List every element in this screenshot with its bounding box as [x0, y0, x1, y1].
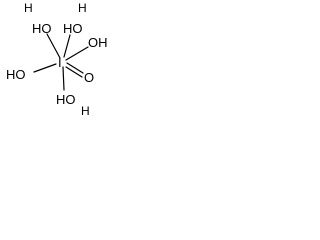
oxo-oxygen: O	[84, 70, 94, 85]
bond-upper-right	[63, 34, 71, 58]
hydrogen-bottom: H	[81, 104, 90, 118]
hydroxyl-bottom: HO	[56, 92, 76, 107]
hydroxyl-upper-left: HO	[32, 21, 52, 36]
hydroxyl-left: HO	[6, 67, 26, 82]
iodine-atom: I	[58, 55, 62, 70]
bond-left	[33, 63, 57, 73]
hydroxyl-right: OH	[88, 35, 108, 50]
hydrogen-upper-left: H	[24, 1, 33, 15]
double-bond-line-2	[65, 66, 83, 78]
hydrogen-upper-right: H	[78, 1, 87, 15]
bond-right	[65, 46, 89, 61]
hydroxyl-upper-right: HO	[63, 21, 83, 36]
bond-upper-left	[46, 33, 61, 59]
double-bond-line-1	[66, 62, 84, 74]
bond-bottom	[62, 66, 65, 91]
structural-formula: I HO H HO H OH HO O HO H	[6, 1, 108, 118]
